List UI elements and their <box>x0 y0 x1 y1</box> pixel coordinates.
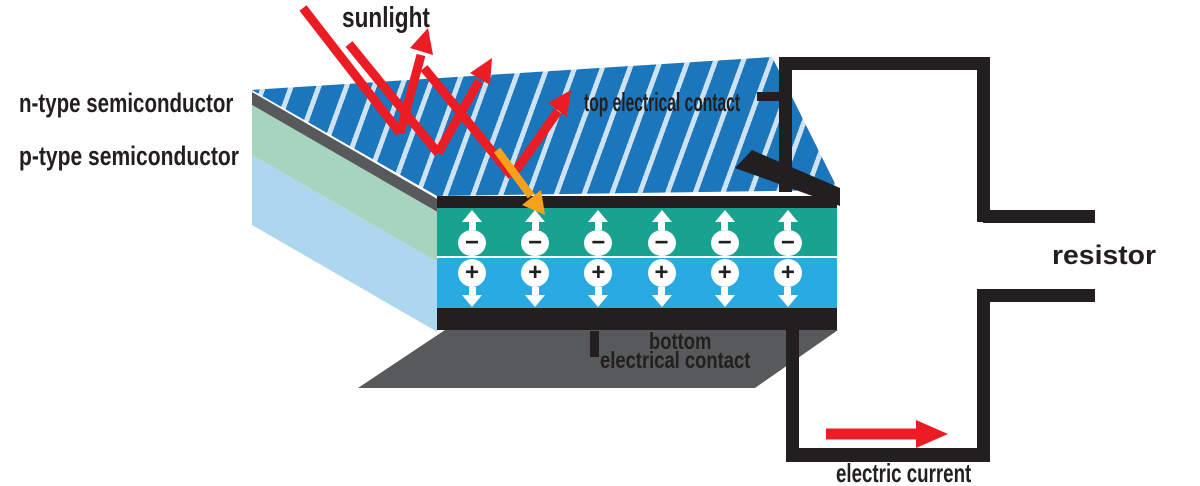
top-electrical-contact-bar <box>437 196 837 208</box>
n-type-label: n-type semiconductor <box>19 88 234 118</box>
wire-right-lower-vertical <box>977 289 990 459</box>
up-arrow-icon <box>525 210 546 222</box>
resistor-label: resistor <box>1052 240 1157 270</box>
bottom-contact-leader-line <box>590 331 599 357</box>
minus-charge-icon: − <box>710 229 739 256</box>
down-arrow-icon <box>714 295 735 307</box>
minus-charge-icon: − <box>773 229 802 256</box>
down-arrow-icon <box>777 295 798 307</box>
minus-charge-icon: − <box>458 229 486 256</box>
hole-charge: + <box>518 259 552 311</box>
electron-row: − − − − − − <box>455 210 805 256</box>
n-type-layer <box>437 208 837 256</box>
down-arrow-icon <box>651 295 672 307</box>
hole-charge: + <box>708 259 742 311</box>
top-contact-leader-line <box>757 92 781 101</box>
up-arrow-icon <box>462 210 482 222</box>
hole-row: + + + + + + <box>455 259 805 311</box>
plus-charge-icon: + <box>458 259 486 287</box>
wire-right-upper-vertical <box>977 57 990 222</box>
wire-bottom-horizontal <box>786 448 990 462</box>
electric-current-label: electric current <box>836 458 972 486</box>
hole-charge: + <box>455 259 489 311</box>
plus-charge-icon: + <box>584 259 613 287</box>
wire-bottom-left-vertical <box>786 324 799 462</box>
electron-charge: − <box>771 210 805 256</box>
down-arrow-icon <box>462 295 482 307</box>
p-type-layer <box>437 258 837 308</box>
plus-charge-icon: + <box>647 259 676 287</box>
wire-resistor-bottom-lead <box>977 289 1095 302</box>
current-arrowhead-icon <box>916 420 948 448</box>
minus-charge-icon: − <box>584 229 613 256</box>
plus-charge-icon: + <box>521 259 550 287</box>
up-arrow-icon <box>651 210 672 222</box>
hole-charge: + <box>581 259 615 311</box>
pn-junction-line <box>437 256 837 258</box>
bottom-electrical-contact-bar <box>437 308 837 330</box>
top-contact-label: top electrical contact <box>584 87 741 117</box>
up-arrow-icon <box>714 210 735 222</box>
wire-top-horizontal <box>779 57 990 70</box>
plus-charge-icon: + <box>773 259 802 287</box>
p-type-label: p-type semiconductor <box>19 141 239 171</box>
plus-charge-icon: + <box>710 259 739 287</box>
minus-charge-icon: − <box>647 229 676 256</box>
down-arrow-icon <box>588 295 609 307</box>
sunlight-label: sunlight <box>342 2 430 34</box>
hole-charge: + <box>645 259 679 311</box>
wire-top-left-vertical <box>779 57 792 192</box>
electron-charge: − <box>581 210 615 256</box>
electron-charge: − <box>518 210 552 256</box>
hole-charge: + <box>771 259 805 311</box>
minus-charge-icon: − <box>521 229 550 256</box>
wire-resistor-top-lead <box>983 210 1095 223</box>
electron-charge: − <box>455 210 489 256</box>
electron-charge: − <box>645 210 679 256</box>
bottom-contact-label-line1: bottom <box>649 328 712 354</box>
up-arrow-icon <box>588 210 609 222</box>
bottom-contact-label-line2: electrical contact <box>600 347 751 373</box>
down-arrow-icon <box>525 295 546 307</box>
up-arrow-icon <box>777 210 798 222</box>
electron-charge: − <box>708 210 742 256</box>
